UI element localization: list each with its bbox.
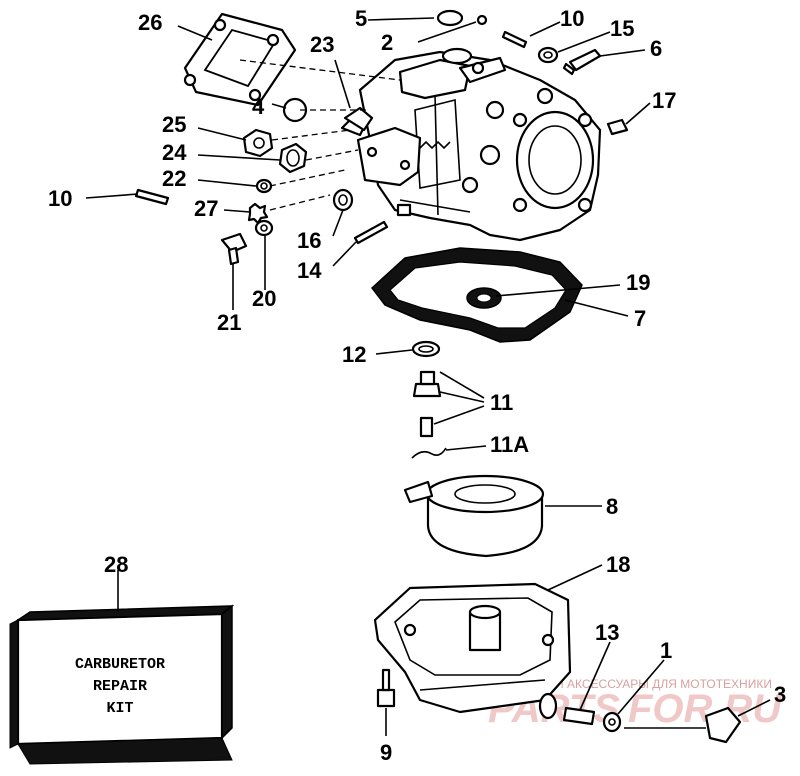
callout-10-left: 10 xyxy=(48,186,72,211)
part-28-repair-kit: CARBURETOR REPAIR KIT xyxy=(9,604,235,765)
part-9-screw xyxy=(376,688,396,708)
inlet-needle-parts xyxy=(411,340,447,459)
callout-12: 12 xyxy=(342,342,366,367)
part-22-ring xyxy=(255,178,273,194)
part-7-bowl-gasket xyxy=(370,247,583,343)
part-10-pin-top xyxy=(501,30,528,49)
part-11-seat xyxy=(412,382,442,398)
part-21-screw xyxy=(220,232,248,254)
part-14-pin xyxy=(353,220,389,245)
callout-28: 28 xyxy=(104,552,128,577)
part-20-washer xyxy=(254,219,274,237)
part-17-screw xyxy=(606,118,629,136)
part-10-pin-left xyxy=(134,188,170,206)
part-27-lockwasher xyxy=(247,202,269,225)
callout-26: 26 xyxy=(138,10,162,35)
callout-8: 8 xyxy=(606,494,618,519)
part-15-washer xyxy=(537,46,559,64)
part-25-nut xyxy=(242,128,274,158)
callout-11: 11 xyxy=(490,390,513,415)
carburetor-body xyxy=(356,47,602,242)
part-11-needle xyxy=(419,416,434,438)
part-18-float-bowl xyxy=(373,582,572,714)
callout-17: 17 xyxy=(652,88,676,113)
callout-21: 21 xyxy=(217,310,241,335)
callout-20: 20 xyxy=(252,286,276,311)
callout-27: 27 xyxy=(194,196,218,221)
small-parts-top xyxy=(282,9,629,136)
callout-7: 7 xyxy=(634,306,646,331)
part-3-plug xyxy=(704,706,742,744)
callout-13: 13 xyxy=(595,620,619,645)
part-11a-clip xyxy=(411,447,447,459)
callout-19: 19 xyxy=(626,270,650,295)
part-5-plug xyxy=(436,9,464,27)
callout-23: 23 xyxy=(310,32,334,57)
part-1-washer xyxy=(602,711,622,733)
part-12-gasket xyxy=(411,340,441,358)
part-23-choke-lever xyxy=(340,106,374,137)
callout-2: 2 xyxy=(381,30,393,55)
part-6-needle xyxy=(568,48,602,72)
callout-24: 24 xyxy=(162,140,187,165)
kit-label-line3: KIT xyxy=(106,700,133,717)
callout-11a: 11A xyxy=(490,432,529,457)
kit-label-line1: CARBURETOR xyxy=(75,656,165,673)
callout-9: 9 xyxy=(380,740,392,765)
part-13-gasket xyxy=(538,692,558,720)
left-small-parts xyxy=(134,128,389,266)
callout-1: 1 xyxy=(660,638,672,663)
alignment-lines xyxy=(239,59,401,211)
callout-25: 25 xyxy=(162,112,186,137)
callout-16: 16 xyxy=(297,228,321,253)
callout-14: 14 xyxy=(297,258,322,283)
callout-10-top: 10 xyxy=(560,6,584,31)
part-2-ball xyxy=(476,14,488,26)
part-13-jet xyxy=(562,706,596,726)
callout-15: 15 xyxy=(610,16,634,41)
callout-22: 22 xyxy=(162,166,186,191)
leader-lines xyxy=(85,17,771,736)
callout-4: 4 xyxy=(252,94,265,119)
callout-18: 18 xyxy=(606,552,630,577)
callout-labels: 26 5 2 10 15 6 23 4 25 24 22 10 27 17 16… xyxy=(48,6,786,765)
part-26-flange-gasket xyxy=(183,12,297,107)
watermark-brand-right: FOR.RU xyxy=(628,687,782,731)
bottom-hardware xyxy=(376,668,742,744)
part-16-nut xyxy=(332,188,354,212)
kit-label-line2: REPAIR xyxy=(93,678,147,695)
callout-3: 3 xyxy=(774,682,786,707)
part-8-float xyxy=(403,474,545,558)
part-24-fitting xyxy=(278,142,308,174)
callout-6: 6 xyxy=(650,36,662,61)
callout-5: 5 xyxy=(355,6,367,31)
